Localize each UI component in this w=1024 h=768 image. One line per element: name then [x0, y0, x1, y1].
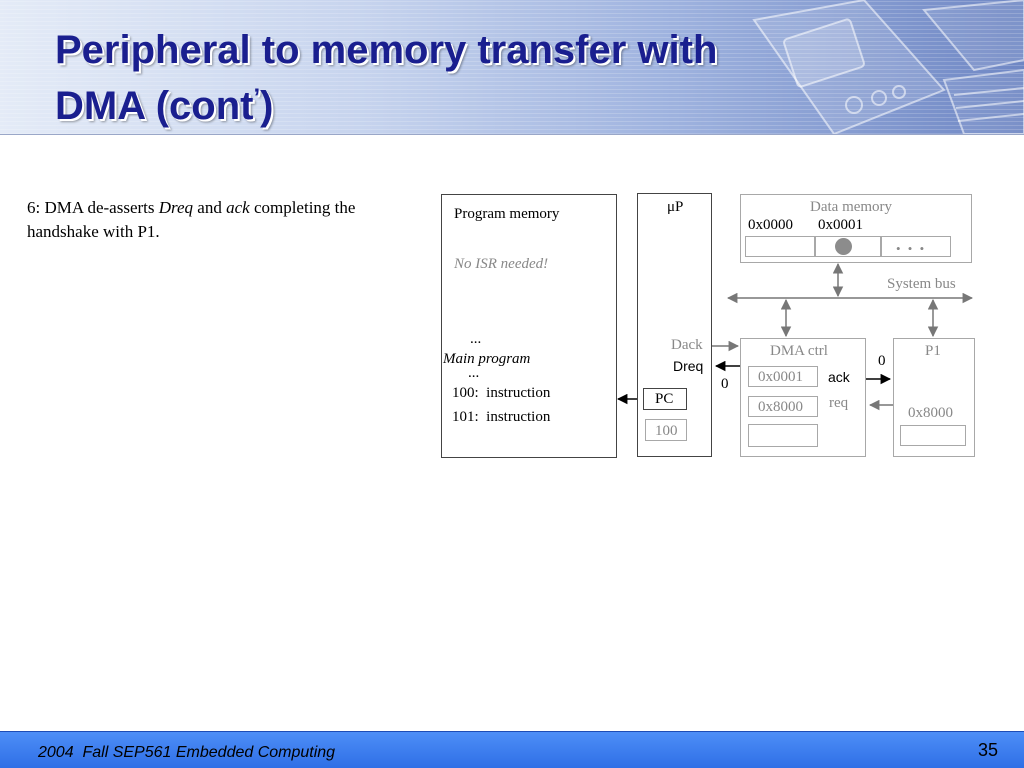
instruction-100: 100: instruction: [452, 385, 551, 401]
dma-reg-3: [748, 424, 818, 447]
page-number: 35: [977, 740, 998, 760]
footer-bar: 2004 Fall SEP561 Embedded Computing 35: [0, 731, 1024, 768]
no-isr-note: No ISR needed!: [454, 256, 549, 272]
program-memory-box: [441, 194, 617, 458]
dots-top: ...: [470, 331, 482, 347]
microprocessor-box: [637, 193, 712, 457]
system-bus-label: System bus: [887, 276, 956, 292]
pc-value: 100: [655, 423, 678, 439]
main-program-label: Main program: [443, 351, 531, 367]
step-description: 6: DMA de-asserts Dreq and ack completin…: [27, 196, 407, 244]
dma-ctrl-label: DMA ctrl: [770, 343, 828, 359]
rest-text: completing the handshake with P1.: [27, 198, 356, 241]
dreq-term: Dreq: [158, 198, 194, 217]
data-memory-ellipsis: • • •: [896, 241, 927, 256]
dack-label: Dack: [671, 337, 703, 353]
banner-stripes: [0, 0, 1024, 134]
slide-title: Peripheral to memory transfer with DMA (…: [55, 26, 935, 130]
data-memory-cell-rest: [881, 236, 951, 257]
ack-term: ack: [226, 198, 250, 217]
and-text: and: [193, 198, 227, 217]
dreq-value: 0: [721, 376, 729, 392]
data-memory-cell-1: [815, 236, 881, 257]
microprocessor-label: μP: [667, 199, 684, 215]
program-memory-label: Program memory: [454, 206, 560, 222]
instruction-101: 101: instruction: [452, 409, 551, 425]
data-memory-label: Data memory: [810, 199, 893, 215]
dma-reg-1: [748, 366, 818, 387]
dma-req-label: req: [829, 395, 849, 411]
data-memory-cell-0: [745, 236, 815, 257]
pc-label: PC: [655, 391, 674, 407]
title-line-1: Peripheral to memory transfer with: [55, 28, 718, 72]
header-divider: [0, 134, 1024, 135]
dma-reg-1-value: 0x0001: [758, 369, 803, 385]
dma-ack-label: ack: [828, 369, 850, 385]
title-line-2-text: DMA (cont: [55, 84, 254, 128]
p1-reg: [900, 425, 966, 446]
ack-value: 0: [878, 353, 886, 369]
p1-reg-value: 0x8000: [908, 405, 953, 421]
dma-reg-2-value: 0x8000: [758, 399, 803, 415]
title-apostrophe: ’: [253, 84, 261, 111]
data-memory-addr1: 0x0001: [818, 217, 863, 233]
dots-bottom: ...: [468, 365, 480, 381]
title-banner: Peripheral to memory transfer with DMA (…: [0, 0, 1024, 134]
pc-register: [643, 388, 687, 410]
title-close-paren: ): [260, 84, 274, 128]
p1-label: P1: [925, 343, 941, 359]
dma-reg-2: [748, 396, 818, 417]
handheld-device-illustration: [752, 0, 1024, 134]
data-memory-addr0: 0x0000: [748, 217, 793, 233]
title-line-2: DMA (cont’): [55, 74, 935, 130]
step-text: 6: DMA de-asserts: [27, 198, 159, 217]
pc-value-box: [645, 419, 687, 441]
dreq-label: Dreq: [673, 358, 704, 374]
footer-course: 2004 Fall SEP561 Embedded Computing: [38, 744, 336, 761]
